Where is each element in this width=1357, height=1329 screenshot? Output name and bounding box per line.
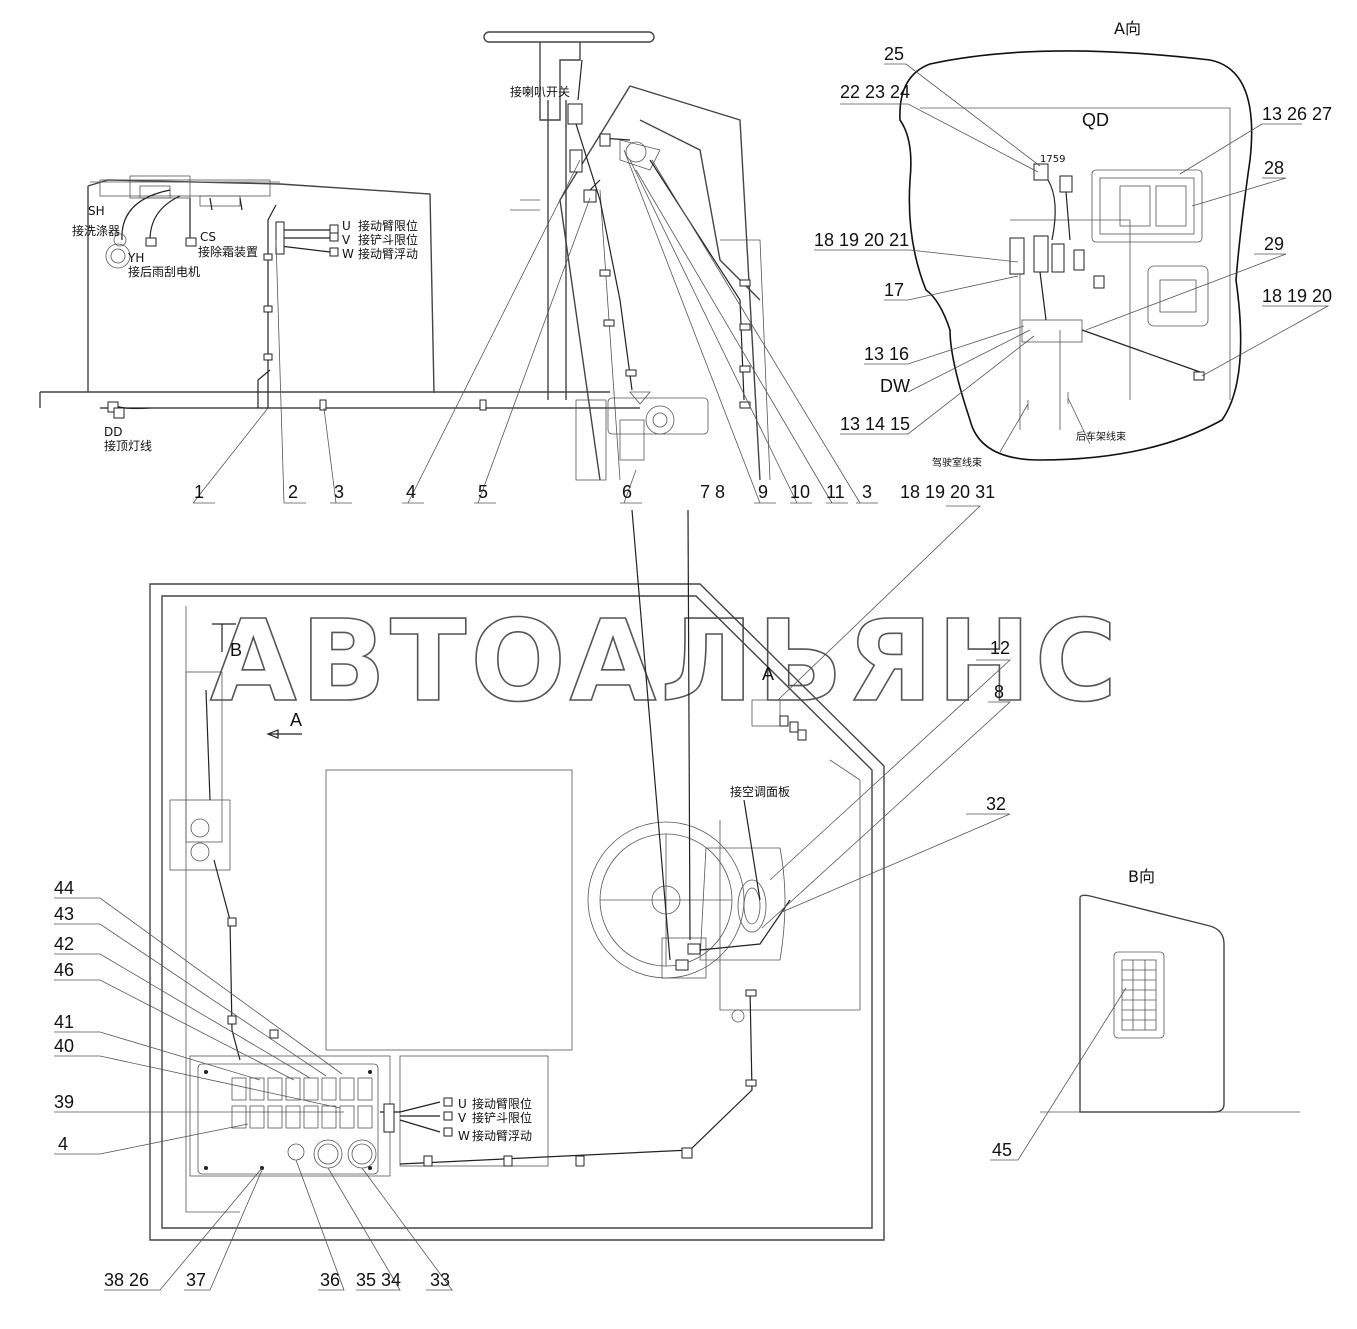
callout-37: 37 (186, 1270, 206, 1290)
callout-6: 6 (622, 482, 632, 502)
top-callouts: 1 2 3 4 5 6 7 8 9 10 11 3 18 19 20 31 (194, 482, 995, 502)
callout-3: 3 (334, 482, 344, 502)
bottom-callouts: 12 8 32 44 43 42 46 41 40 39 4 45 38 26 … (54, 638, 1012, 1290)
sh-code: SH (88, 204, 105, 218)
callout-13-26-27: 13 26 27 (1262, 104, 1332, 124)
view-a-title: A向 (1114, 19, 1141, 38)
dd-label: 接顶灯线 (104, 438, 152, 453)
callout-42: 42 (54, 934, 74, 954)
marker-a-label: A (762, 664, 774, 684)
roof-panel (39, 175, 610, 408)
callout-7-8: 7 8 (700, 482, 725, 502)
arm-top-u-text: 接动臂限位 (358, 218, 418, 233)
top-callout-leaders (192, 149, 878, 504)
cab-floor-plan (149, 509, 885, 1241)
arm-labels-bottom: U 接动臂限位 V 接铲斗限位 W 接动臂浮动 (458, 1096, 532, 1143)
callout-28: 28 (1264, 158, 1284, 178)
callout-33: 33 (430, 1270, 450, 1290)
callout-44: 44 (54, 878, 74, 898)
arrow-b-label: B (230, 640, 242, 660)
view-a-callout-leaders (814, 63, 1330, 453)
arm-bottom-v-text: 接铲斗限位 (472, 1110, 532, 1125)
arrow-a-label: A (290, 710, 302, 730)
callout-2: 2 (288, 482, 298, 502)
bottom-callout-leaders (54, 505, 1127, 1291)
arm-labels-top: U 接动臂限位 V 接铲斗限位 W 接动臂浮动 (342, 218, 418, 261)
callout-29: 29 (1264, 234, 1284, 254)
arm-top-u-code: U (342, 219, 351, 233)
callout-3b: 3 (862, 482, 872, 502)
callout-8b: 8 (994, 682, 1004, 702)
view-a-dw: DW (880, 376, 910, 396)
callout-18-19-20-31: 18 19 20 31 (900, 482, 995, 502)
watermark: АВТОАЛЬЯНС (210, 597, 1121, 727)
view-a-qd: QD (1082, 110, 1109, 130)
view-b-title: B向 (1128, 867, 1155, 886)
callout-4: 4 (406, 482, 416, 502)
rear-frame-harness-label: 后车架线束 (1076, 430, 1126, 443)
yh-label: 接后雨刮电机 (128, 264, 200, 279)
callout-10: 10 (790, 482, 810, 502)
callout-11: 11 (826, 482, 845, 502)
roof-harness (100, 189, 640, 419)
arm-bottom-u-text: 接动臂限位 (472, 1096, 532, 1111)
callout-39: 39 (54, 1092, 74, 1112)
callout-13-14-15: 13 14 15 (840, 414, 910, 434)
horn-switch-label: 接喇叭开关 (510, 84, 570, 99)
callout-43: 43 (54, 904, 74, 924)
callout-41: 41 (54, 1012, 74, 1032)
callout-22-23-24: 22 23 24 (840, 82, 910, 102)
sh-label: 接洗涤器 (72, 223, 120, 238)
ac-panel-label: 接空调面板 (730, 784, 790, 799)
arm-top-v-text: 接铲斗限位 (358, 232, 418, 247)
cs-label: 接除霜装置 (198, 244, 258, 259)
arm-bottom-v-code: V (458, 1111, 467, 1125)
callout-5: 5 (478, 482, 488, 502)
callout-45: 45 (992, 1140, 1012, 1160)
arm-bottom-w-text: 接动臂浮动 (472, 1128, 532, 1143)
callout-46: 46 (54, 960, 74, 980)
callout-4b: 4 (58, 1134, 68, 1154)
arm-bottom-u-code: U (458, 1097, 467, 1111)
cs-code: CS (200, 230, 216, 244)
svg-text:1759: 1759 (1040, 154, 1065, 165)
callout-25: 25 (884, 44, 904, 64)
callout-32: 32 (986, 794, 1006, 814)
dd-code: DD (104, 425, 122, 439)
arm-bottom-w-code: W (458, 1129, 470, 1143)
callout-17: 17 (884, 280, 904, 300)
callout-35-34: 35 34 (356, 1270, 401, 1290)
callout-18-19-20-21: 18 19 20 21 (814, 230, 909, 250)
callout-1: 1 (194, 482, 204, 502)
arm-top-w-text: 接动臂浮动 (358, 246, 418, 261)
arm-top-w-code: W (342, 247, 354, 261)
callout-13-16: 13 16 (864, 344, 909, 364)
callout-12: 12 (990, 638, 1010, 658)
callout-18-19-20b: 18 19 20 (1262, 286, 1332, 306)
callout-40: 40 (54, 1036, 74, 1056)
cab-harness-label: 驾驶室线束 (932, 456, 982, 469)
view-b-detail (1040, 894, 1300, 1113)
view-a-detail: 1759 (899, 50, 1253, 461)
callout-9: 9 (758, 482, 768, 502)
arm-top-v-code: V (342, 233, 351, 247)
steering-column-side (483, 31, 771, 481)
view-a-callouts: 25 22 23 24 13 26 27 28 18 19 20 21 29 1… (814, 44, 1332, 434)
yh-code: YH (127, 251, 144, 265)
callout-36: 36 (320, 1270, 340, 1290)
callout-38-26: 38 26 (104, 1270, 149, 1290)
